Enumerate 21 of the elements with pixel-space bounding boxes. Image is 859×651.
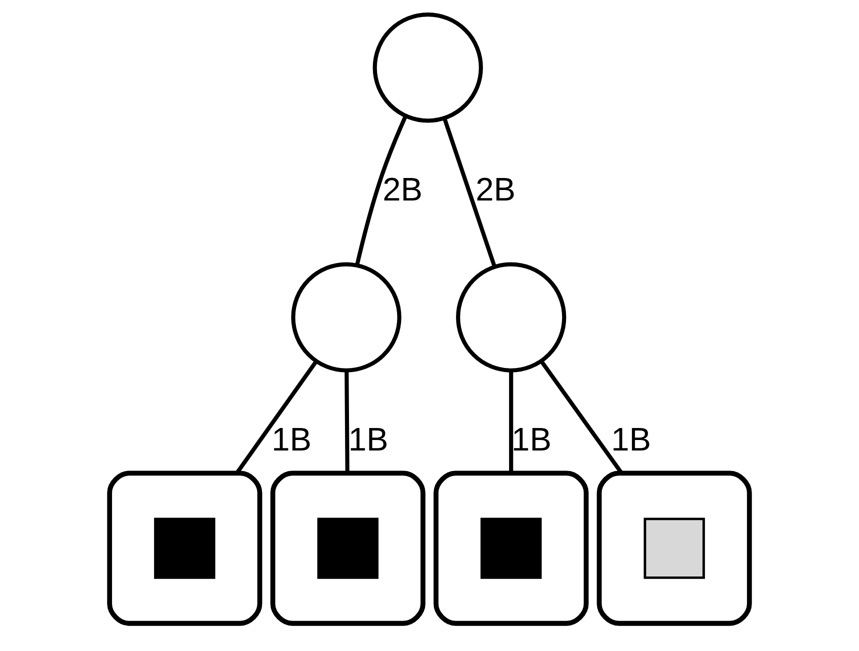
connector bbox=[355, 115, 408, 266]
cluster bbox=[596, 470, 752, 626]
cluster bbox=[107, 470, 262, 626]
node-box bbox=[644, 518, 705, 579]
node-box bbox=[480, 518, 542, 579]
connector bbox=[344, 370, 350, 474]
cluster bbox=[434, 470, 589, 626]
connector bbox=[442, 118, 496, 268]
node-box bbox=[154, 518, 216, 579]
edge-label: 2B bbox=[382, 170, 423, 208]
node-circle bbox=[291, 262, 402, 372]
edge-label: 1B bbox=[272, 420, 312, 458]
edge-label: 1B bbox=[348, 420, 388, 458]
node-circle bbox=[456, 262, 566, 372]
connector bbox=[509, 370, 514, 474]
edge-label: 2B bbox=[476, 170, 516, 208]
edge-label: 1B bbox=[611, 420, 652, 458]
node-box bbox=[317, 518, 378, 579]
edge-label: 1B bbox=[512, 420, 552, 458]
cluster bbox=[270, 470, 426, 626]
node-circle bbox=[372, 12, 483, 123]
